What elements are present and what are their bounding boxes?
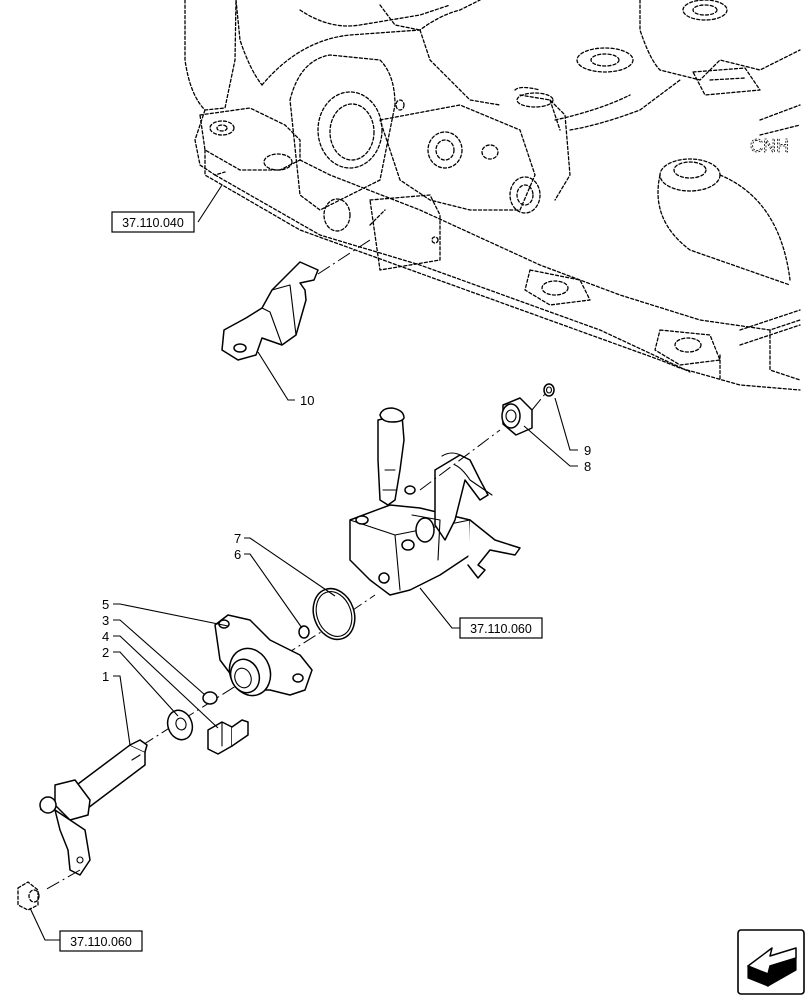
part-10-bracket bbox=[221, 261, 319, 361]
valve-body bbox=[349, 407, 521, 596]
reference-link-bottom[interactable]: 37.110.060 bbox=[59, 930, 143, 952]
callout-8: 8 bbox=[584, 459, 591, 474]
centerline bbox=[531, 393, 546, 411]
bottom-plug bbox=[17, 881, 40, 911]
part-3-snap-ring bbox=[202, 691, 218, 705]
reference-label: 37.110.060 bbox=[70, 935, 132, 949]
part-4-bolt bbox=[207, 719, 249, 755]
part-5-flange bbox=[214, 614, 313, 697]
centerline bbox=[419, 429, 501, 491]
callout-9: 9 bbox=[584, 443, 591, 458]
part-1-shaft bbox=[39, 739, 148, 876]
part-6-snap-ring bbox=[298, 625, 310, 639]
callout-7: 7 bbox=[234, 531, 241, 546]
next-page-arrow-icon[interactable] bbox=[737, 929, 805, 995]
callout-10: 10 bbox=[300, 393, 314, 408]
reference-link-top[interactable]: 37.110.040 bbox=[111, 211, 195, 233]
callout-2: 2 bbox=[102, 645, 109, 660]
part-2-washer bbox=[166, 709, 194, 741]
reference-label: 37.110.060 bbox=[470, 622, 532, 636]
centerline bbox=[317, 239, 371, 275]
reference-link-middle[interactable]: 37.110.060 bbox=[459, 617, 543, 639]
callout-3: 3 bbox=[102, 613, 109, 628]
callout-5: 5 bbox=[102, 597, 109, 612]
callout-6: 6 bbox=[234, 547, 241, 562]
part-8-bushing bbox=[501, 397, 533, 436]
leader-lines bbox=[29, 184, 578, 941]
centerline bbox=[44, 869, 81, 891]
svg-text:CNH: CNH bbox=[750, 136, 789, 156]
housing-ghost: CNH bbox=[184, 0, 801, 391]
callout-4: 4 bbox=[102, 629, 109, 644]
part-9-snap-ring bbox=[543, 383, 555, 397]
callout-1: 1 bbox=[102, 669, 109, 684]
reference-label: 37.110.040 bbox=[122, 216, 184, 230]
